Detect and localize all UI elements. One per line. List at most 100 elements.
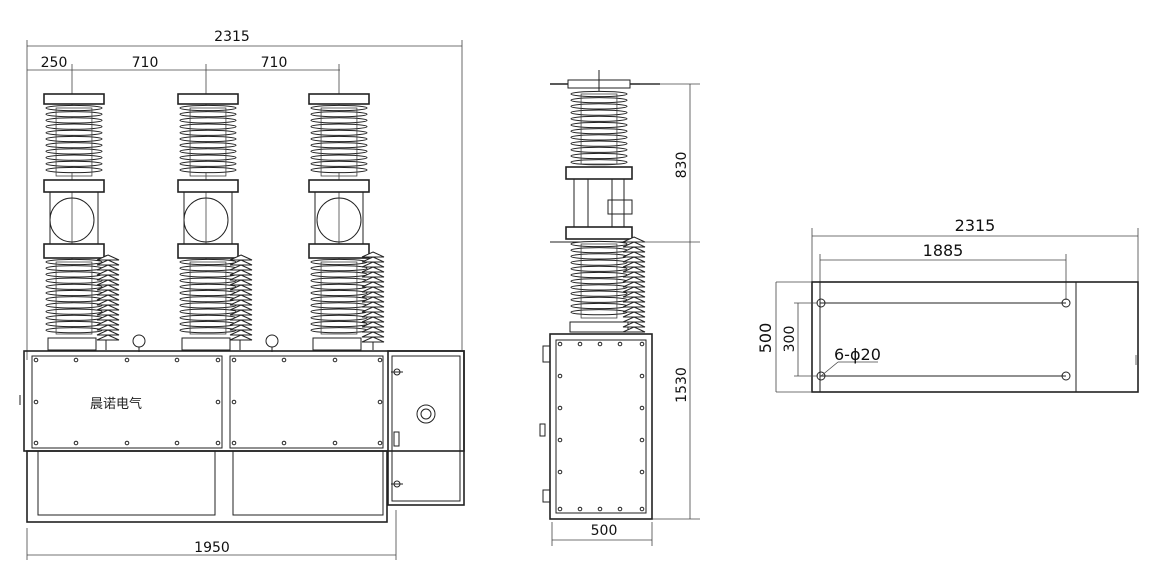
insulator-shed: [570, 271, 628, 279]
insulator-shed: [310, 148, 368, 155]
bolt: [215, 399, 221, 405]
insulator-shed: [310, 327, 368, 334]
insulator-shed: [310, 142, 368, 149]
insulator-shed: [45, 271, 103, 278]
side-depth: 500: [591, 523, 618, 539]
bolt: [557, 437, 563, 443]
insulator-shed: [45, 166, 103, 174]
bolt: [174, 440, 180, 446]
insulator-shed: [570, 309, 628, 316]
pole-left: [43, 93, 107, 351]
insulator-shed: [45, 289, 103, 297]
insulator-shed: [179, 142, 237, 149]
insulator-shed: [179, 277, 237, 284]
bolt: [639, 341, 645, 347]
bolt: [557, 506, 563, 512]
insulator-shed: [45, 111, 103, 118]
bolt: [174, 357, 180, 363]
bolt: [617, 341, 623, 347]
insulator-shed: [179, 117, 237, 124]
bolt: [215, 440, 221, 446]
insulator-shed: [45, 277, 103, 284]
insulator-shed: [179, 265, 237, 272]
insulator-shed: [179, 166, 237, 174]
insulator-shed: [570, 109, 628, 116]
insulator-shed: [179, 271, 237, 278]
insulator-shed: [310, 154, 368, 161]
insulator-shed: [45, 135, 103, 143]
insulator-shed: [45, 327, 103, 334]
bolt: [639, 405, 645, 411]
insulator-shed: [570, 128, 628, 135]
arrester-shed: [622, 316, 646, 323]
arrester-shed: [229, 334, 253, 341]
insulator-shed: [310, 123, 368, 130]
insulator-shed: [45, 265, 103, 272]
arrester-shed: [229, 269, 253, 276]
insulator-shed: [310, 320, 368, 328]
insulator-shed: [179, 296, 237, 303]
insulator-shed: [310, 277, 368, 284]
side-upper-height: 830: [674, 152, 690, 179]
insulator-shed: [570, 159, 628, 166]
bolt: [577, 506, 583, 512]
bolt: [231, 357, 237, 363]
insulator-shed: [179, 302, 237, 309]
bolt: [639, 373, 645, 379]
arrester-shed: [96, 334, 120, 341]
arrester-shed: [622, 281, 646, 288]
insulator-shed: [570, 247, 628, 254]
bolt: [332, 440, 338, 446]
bolt: [332, 357, 338, 363]
insulator-shed: [570, 134, 628, 141]
insulator-shed: [570, 284, 628, 291]
insulator-shed: [179, 308, 237, 315]
insulator-shed: [179, 123, 237, 130]
arrester-shed: [622, 276, 646, 283]
insulator-shed: [310, 314, 368, 321]
bolt: [231, 440, 237, 446]
insulator-shed: [45, 148, 103, 155]
pole-middle: [177, 93, 241, 351]
insulator-shed: [310, 117, 368, 124]
insulator-shed: [570, 121, 628, 129]
arrester-shed: [361, 336, 385, 343]
insulator-shed: [310, 283, 368, 290]
insulator-shed: [570, 265, 628, 272]
insulator-shed: [570, 296, 628, 303]
bolt: [577, 341, 583, 347]
arrester-shed: [622, 321, 646, 328]
insulator-shed: [310, 166, 368, 174]
bolt: [124, 440, 130, 446]
bolt: [215, 357, 221, 363]
bolt: [281, 357, 287, 363]
insulator-shed: [310, 296, 368, 303]
bolt: [597, 506, 603, 512]
bolt: [377, 399, 383, 405]
insulator-shed: [179, 320, 237, 328]
insulator-shed: [310, 271, 368, 278]
plan-holes-label: 6-ϕ20: [834, 345, 881, 364]
front-spacing-2: 710: [132, 55, 159, 71]
arrester-shed: [622, 301, 646, 308]
front-base-width: 1950: [194, 540, 230, 556]
insulator-shed: [45, 123, 103, 130]
insulator-shed: [45, 296, 103, 303]
plan-overall-width: 2315: [955, 216, 996, 235]
insulator-shed: [179, 148, 237, 155]
arrester-shed: [96, 294, 120, 301]
insulator-shed: [310, 302, 368, 309]
arrester-shed: [622, 251, 646, 258]
insulator-shed: [570, 253, 628, 260]
bolt: [377, 440, 383, 446]
plan-view: 2315 1885 6-ϕ20 500 300: [756, 216, 1139, 393]
insulator-shed: [45, 302, 103, 309]
insulator-shed: [45, 160, 103, 167]
insulator-shed: [179, 314, 237, 321]
insulator-shed: [179, 135, 237, 143]
insulator-shed: [45, 154, 103, 161]
plan-hole-spacing: 1885: [923, 241, 964, 260]
bolt: [73, 440, 79, 446]
brand-label: 晨诺电气: [90, 396, 142, 412]
